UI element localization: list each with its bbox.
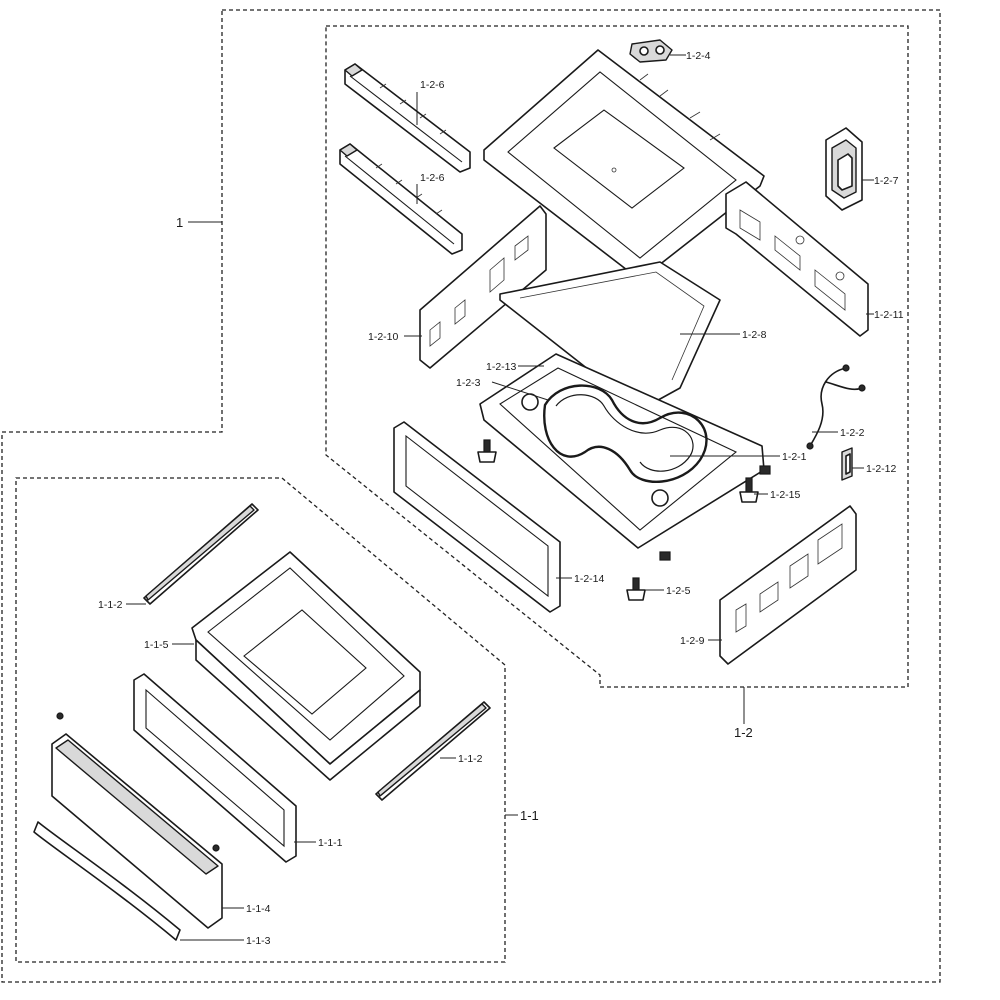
label-1-2-9: 1-2-9 — [680, 635, 705, 647]
label-1-2-7: 1-2-7 — [874, 175, 899, 187]
screw-part-b — [212, 844, 220, 852]
label-1-2-6-b: 1-2-6 — [420, 172, 445, 184]
label-1-1-2-b: 1-1-2 — [458, 753, 483, 765]
label-1-1-3: 1-1-3 — [246, 935, 271, 947]
label-1-2-11: 1-2-11 — [874, 309, 904, 321]
leader-1-2-3 — [491, 381, 549, 401]
label-1-2-10: 1-2-10 — [368, 331, 399, 343]
top-panel — [483, 49, 765, 281]
label-1-2-8: 1-2-8 — [742, 329, 767, 341]
screw-part — [56, 712, 64, 720]
heater-element — [543, 384, 708, 483]
label-1-2-13: 1-2-13 — [486, 361, 517, 373]
label-1-2-1: 1-2-1 — [782, 451, 807, 463]
label-1-2-5: 1-2-5 — [666, 585, 691, 597]
lower-right-panel — [719, 505, 857, 665]
assembly-1-boundary — [1, 9, 941, 983]
clip-part — [841, 447, 853, 481]
label-1-2-12: 1-2-12 — [866, 463, 897, 475]
label-1-2-4: 1-2-4 — [686, 50, 711, 62]
front-frame — [393, 421, 561, 613]
drawer-box — [191, 551, 421, 781]
back-panel — [725, 181, 869, 337]
spacer-block-b — [659, 551, 671, 561]
drawer-inner-frame — [133, 673, 297, 863]
gasket-part — [629, 39, 673, 63]
left-side-panel — [419, 205, 547, 369]
label-1-1-5: 1-1-5 — [144, 639, 169, 651]
assembly-1-1-boundary — [15, 477, 506, 963]
label-1-1-2-a: 1-1-2 — [98, 599, 123, 611]
assembly-1-2-boundary — [325, 25, 909, 688]
rail-part-lower — [339, 143, 463, 255]
leveling-foot-right — [739, 477, 759, 503]
leveling-foot-left — [477, 439, 497, 463]
label-1-1-1: 1-1-1 — [318, 837, 343, 849]
leveling-foot-front — [626, 577, 646, 601]
rail-part-upper — [344, 63, 471, 173]
label-1-2-2: 1-2-2 — [840, 427, 865, 439]
drawer-slide-left — [143, 503, 259, 605]
drawer-front-panel — [51, 733, 223, 929]
label-assembly-1-2: 1-2 — [734, 725, 753, 740]
drawer-slide-right — [375, 701, 491, 801]
label-1-2-15: 1-2-15 — [770, 489, 801, 501]
wire-harness — [806, 364, 866, 450]
drawer-handle — [33, 821, 181, 941]
label-assembly-1: 1 — [176, 215, 183, 230]
label-1-1-4: 1-1-4 — [246, 903, 271, 915]
spacer-block-a — [759, 465, 771, 475]
insulation-sheet — [499, 261, 721, 411]
label-assembly-1-1: 1-1 — [520, 808, 539, 823]
label-1-2-3: 1-2-3 — [456, 377, 481, 389]
bracket-part — [825, 127, 863, 211]
label-1-2-14: 1-2-14 — [574, 573, 605, 585]
label-1-2-6-a: 1-2-6 — [420, 79, 445, 91]
